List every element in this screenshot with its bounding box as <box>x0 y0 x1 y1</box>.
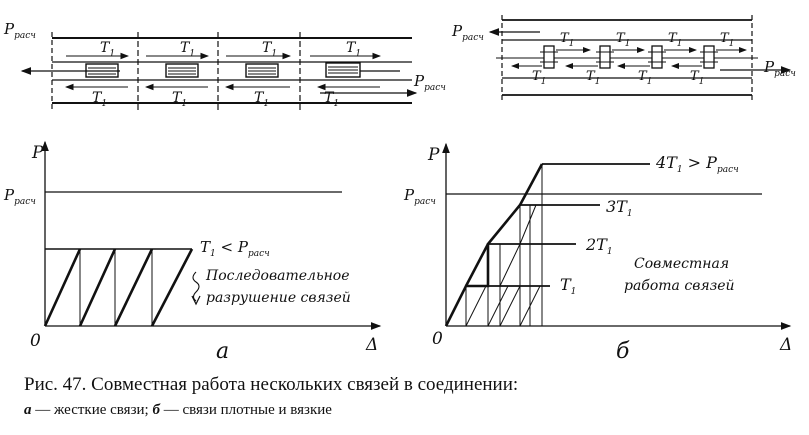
caption-letter-b: б <box>152 402 160 418</box>
graph-b-bolted: P 0 Δ Pрасч 4T1 > Pрасч 3T1 2T1 T1 Совме… <box>403 142 792 364</box>
wavy-arrow-head <box>191 295 201 306</box>
note-line-1: Совместная <box>634 256 729 272</box>
bolt-3 <box>648 45 666 69</box>
drawing-stroke <box>113 248 154 327</box>
p-rasch-label: Pрасч <box>3 186 36 207</box>
drawing-stroke <box>499 285 521 327</box>
drawing-stroke <box>703 45 715 69</box>
origin-label: 0 <box>30 331 41 351</box>
t1-label: T1 <box>346 40 361 59</box>
t1-label: T1 <box>532 69 546 87</box>
y-axis-label: P <box>31 143 44 163</box>
t1-label: T1 <box>616 31 630 49</box>
drawing-stroke <box>465 285 487 327</box>
drawing-stroke <box>651 45 663 69</box>
rigid-connection-scheme: Pрасч Pрасч T1 T1 T1 T1 T1 T1 T1 T1 <box>3 20 446 112</box>
x-axis-label: Δ <box>365 335 378 355</box>
step-curve <box>444 163 544 327</box>
p-rasch-label-right: Pрасч <box>413 72 446 93</box>
bolted-connection-scheme: Pрасч Pрасч T1 T1 T1 T1 T1 T1 T1 T1 <box>451 15 796 100</box>
bolt-2 <box>596 45 614 69</box>
drawing-stroke <box>519 285 541 327</box>
t1-label: T1 <box>172 90 187 109</box>
t1-label: T1 <box>720 31 734 49</box>
rigid-dowel-4 <box>325 62 361 78</box>
rigid-dowel-3 <box>245 63 279 78</box>
thin-diagonals <box>465 204 541 327</box>
drawing-stroke <box>464 243 490 287</box>
figure-caption-legend: а — жесткие связи; б — связи плотные и в… <box>24 402 804 419</box>
drawing-stroke <box>499 243 521 287</box>
t1-label: T1 <box>586 69 600 87</box>
level-lines <box>466 163 650 287</box>
bolt-4 <box>700 45 718 69</box>
p-rasch-label-right: Pрасч <box>763 58 796 79</box>
note-line-1: Последовательное <box>205 268 350 284</box>
wavy-arrow-shaft <box>192 271 200 302</box>
rigid-dowel-2 <box>165 63 199 78</box>
caption-letter-a: а <box>24 402 32 418</box>
figure-caption: Рис. 47. Совместная работа нескольких св… <box>24 374 519 395</box>
t1-label: T1 <box>254 90 269 109</box>
level-2-label: 2T1 <box>585 235 613 257</box>
drawing-stroke <box>150 248 194 327</box>
sawtooth-failure <box>43 248 194 327</box>
note-line-2: разрушение связей <box>206 290 351 306</box>
figure-drawing: Pрасч Pрасч T1 T1 T1 T1 T1 T1 T1 T1 <box>3 15 796 364</box>
p-rasch-label-left: Pрасч <box>451 22 484 43</box>
panel-letter: а <box>216 339 229 364</box>
condition-label: T1 < Pрасч <box>200 238 270 259</box>
level-3-label: 3T1 <box>606 197 633 219</box>
drawing-stroke <box>487 285 509 327</box>
x-axis-label: Δ <box>779 335 792 355</box>
caption-text-b: — связи плотные и вязкие <box>159 402 332 418</box>
t1-label: T1 <box>92 90 107 109</box>
note-line-2: работа связей <box>624 278 735 294</box>
t1-label: T1 <box>324 90 339 109</box>
t1-label: T1 <box>690 69 704 87</box>
drawing-stroke <box>543 45 555 69</box>
drawing-stroke <box>519 204 537 245</box>
t1-label: T1 <box>262 40 277 59</box>
t1-label: T1 <box>668 31 682 49</box>
panel-letter: б <box>616 339 630 364</box>
drawing-stroke <box>444 163 544 327</box>
t1-label: T1 <box>560 31 574 49</box>
origin-label: 0 <box>432 329 443 349</box>
p-rasch-label-left: Pрасч <box>3 20 36 41</box>
t1-label: T1 <box>638 69 652 87</box>
y-axis-label: P <box>427 145 440 165</box>
t1-label: T1 <box>100 40 115 59</box>
graph-a-rigid: P 0 Δ Pрасч T1 < Pрасч Последовательное … <box>3 140 382 364</box>
t1-label: T1 <box>180 40 195 59</box>
caption-text-a: — жесткие связи; <box>31 402 153 418</box>
drawing-stroke <box>599 45 611 69</box>
drawing-stroke <box>43 248 82 327</box>
level-1-label: T1 <box>560 275 576 297</box>
drawing-stroke <box>78 248 117 327</box>
level-4-label: 4T1 > Pрасч <box>655 153 739 175</box>
bolt-1 <box>540 45 558 69</box>
p-rasch-label: Pрасч <box>403 186 436 207</box>
vertical-drops <box>465 164 543 326</box>
